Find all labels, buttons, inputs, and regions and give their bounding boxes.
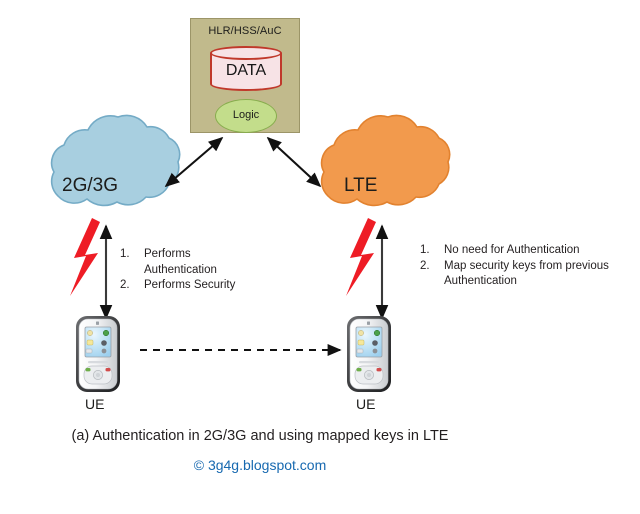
steps-list-2g3g: 1. Performs Authentication 2. Performs S… bbox=[120, 247, 250, 294]
network-label-2g3g: 2G/3G bbox=[62, 175, 118, 196]
device-ue-right bbox=[347, 316, 391, 392]
arrow-core-to-lte bbox=[266, 136, 322, 188]
logic-node: Logic bbox=[215, 99, 277, 133]
step-item: 1. No need for Authentication bbox=[420, 243, 635, 259]
step-item: 2. Map security keys from previous Authe… bbox=[420, 259, 635, 290]
database-label: DATA bbox=[225, 62, 267, 79]
step-number: 2. bbox=[120, 279, 130, 291]
step-number: 2. bbox=[420, 259, 430, 272]
core-network-node: HLR/HSS/AuC DATA Logic bbox=[190, 18, 300, 133]
steps-list-lte: 1. No need for Authentication 2. Map sec… bbox=[420, 243, 635, 290]
radio-link-bolt-right bbox=[346, 218, 376, 296]
step-number: 1. bbox=[120, 248, 130, 260]
step-text: Performs Security bbox=[144, 279, 236, 291]
figure-caption: (a) Authentication in 2G/3G and using ma… bbox=[71, 428, 449, 444]
device-ue-left bbox=[76, 316, 120, 392]
step-item: 2. Performs Security bbox=[120, 278, 250, 294]
network-label-lte: LTE bbox=[344, 175, 378, 196]
credit-text: © 3g4g.blogspot.com bbox=[193, 457, 327, 473]
database-cylinder-icon: DATA bbox=[210, 46, 282, 93]
step-number: 1. bbox=[420, 244, 430, 256]
step-text: Performs Authentication bbox=[144, 248, 217, 276]
logic-label: Logic bbox=[232, 109, 260, 121]
step-text: No need for Authentication bbox=[444, 244, 580, 256]
device-label-ue-right: UE bbox=[356, 396, 376, 412]
core-node-title: HLR/HSS/AuC bbox=[208, 25, 282, 37]
device-label-ue-left: UE bbox=[85, 396, 105, 412]
cloud-lte bbox=[320, 114, 451, 207]
arrow-core-to-2g3g bbox=[164, 136, 224, 188]
radio-link-bolt-left bbox=[70, 218, 100, 296]
step-item: 1. Performs Authentication bbox=[120, 247, 250, 278]
step-text: Map security keys from previous Authenti… bbox=[444, 259, 609, 288]
